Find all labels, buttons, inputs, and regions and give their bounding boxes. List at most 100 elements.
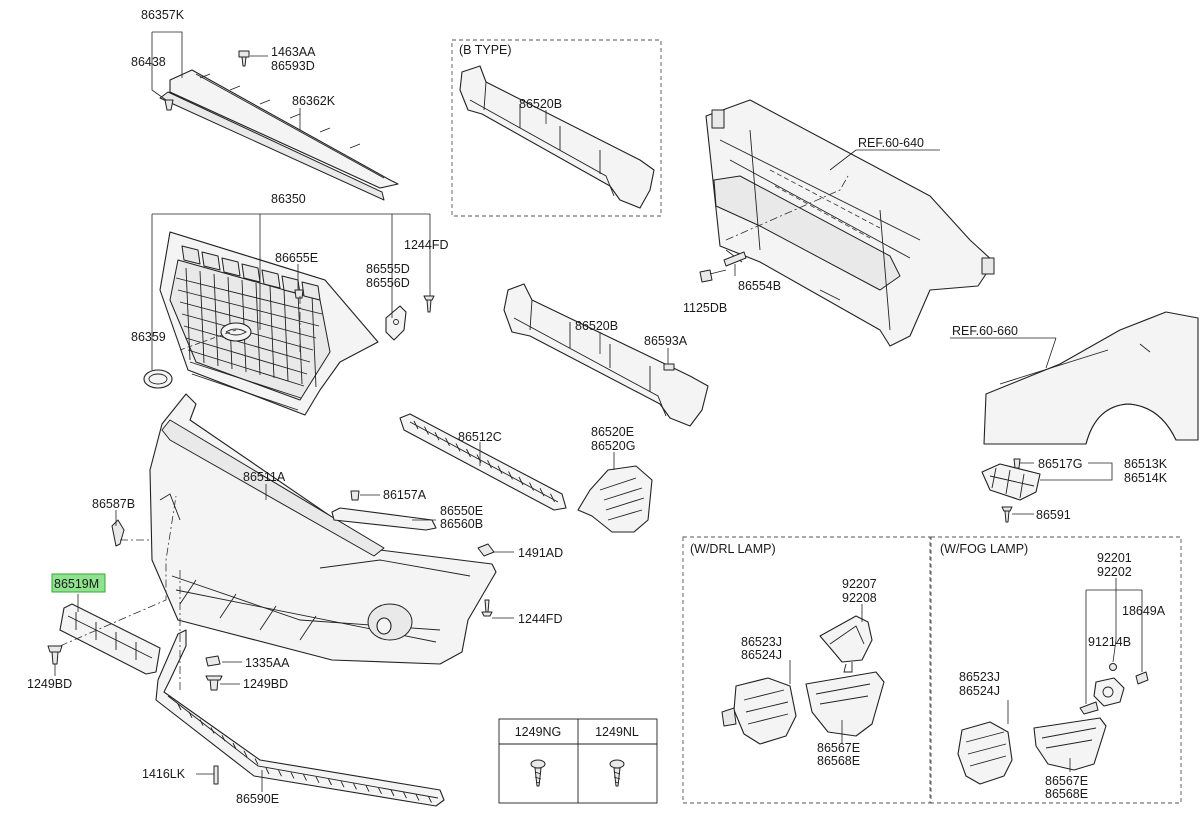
label-86591[interactable]: 86591 <box>1036 508 1071 522</box>
label-18649A[interactable]: 18649A <box>1122 604 1166 618</box>
label-86655E[interactable]: 86655E <box>275 251 318 265</box>
highlight-86519M <box>51 573 106 593</box>
fog-bezel-86523J <box>957 721 1013 785</box>
screw-86591 <box>1001 506 1013 523</box>
bulb-91214B <box>1109 663 1117 671</box>
label-86362K[interactable]: 86362K <box>292 94 336 108</box>
label-1244FD-bottom[interactable]: 1244FD <box>518 612 562 626</box>
drl-bezel-86523J <box>721 677 797 745</box>
screw-18649A <box>1135 671 1149 685</box>
clip-86517G <box>1013 458 1021 469</box>
fog-lamp-title: (W/FOG LAMP) <box>940 542 1028 556</box>
label-86514K[interactable]: 86514K <box>1124 471 1168 485</box>
clip-1463AA <box>238 50 250 67</box>
label-86560B[interactable]: 86560B <box>440 517 483 531</box>
clip-1491AD <box>477 543 495 557</box>
label-92202[interactable]: 92202 <box>1097 565 1132 579</box>
ref-60-660[interactable]: REF.60-660 <box>952 324 1018 338</box>
clip-86655E <box>294 289 304 299</box>
label-86513K[interactable]: 86513K <box>1124 457 1168 471</box>
fastener-table: 1249NG 1249NL <box>498 718 658 804</box>
label-92201[interactable]: 92201 <box>1097 551 1132 565</box>
label-86568E-fog[interactable]: 86568E <box>1045 787 1088 801</box>
emblem-86359 <box>143 369 173 389</box>
label-86157A[interactable]: 86157A <box>383 488 427 502</box>
bracket-86555D <box>385 305 407 341</box>
label-1249BD-center[interactable]: 1249BD <box>243 677 288 691</box>
label-92207[interactable]: 92207 <box>842 577 877 591</box>
radiator-grille-86350 <box>159 231 379 416</box>
side-bracket-86513K <box>981 463 1041 501</box>
fog-lamp-box <box>930 536 1182 804</box>
bracket-86554B <box>723 251 747 267</box>
clip-86157A <box>350 490 360 501</box>
bolt-1249BD-center <box>205 675 223 691</box>
label-1463AA[interactable]: 1463AA <box>271 45 316 59</box>
label-86550E[interactable]: 86550E <box>440 504 483 518</box>
screw-1249NL-icon <box>609 759 625 787</box>
label-86520B-btype[interactable]: 86520B <box>519 97 562 111</box>
lip-spoiler-86590E <box>155 629 445 807</box>
table-header-1249NL: 1249NL <box>595 725 639 739</box>
label-86520B[interactable]: 86520B <box>575 319 618 333</box>
lower-grille-86512C <box>399 413 567 511</box>
label-86511A[interactable]: 86511A <box>243 470 286 484</box>
label-86519M[interactable]: 86519M <box>54 577 99 591</box>
label-86555D[interactable]: 86555D <box>366 262 410 276</box>
drl-cover-86567E <box>805 671 885 737</box>
label-86567E-fog[interactable]: 86567E <box>1045 774 1088 788</box>
screw-1244FD-top <box>423 295 435 313</box>
label-86359[interactable]: 86359 <box>131 330 166 344</box>
label-1491AD[interactable]: 1491AD <box>518 546 563 560</box>
bumper-beam-86519M <box>59 603 161 675</box>
label-86523J-drl[interactable]: 86523J <box>741 635 782 649</box>
leader-lines <box>54 31 1143 792</box>
energy-absorber-86520B-btype <box>459 65 655 209</box>
label-86517G[interactable]: 86517G <box>1038 457 1082 471</box>
label-86438[interactable]: 86438 <box>131 55 166 69</box>
label-1125DB[interactable]: 1125DB <box>683 301 727 315</box>
clip-86438 <box>164 99 174 111</box>
ref-60-640[interactable]: REF.60-640 <box>858 136 924 150</box>
label-86593A[interactable]: 86593A <box>644 334 688 348</box>
label-86554B[interactable]: 86554B <box>738 279 781 293</box>
drl-lamp-box <box>682 536 931 804</box>
label-86350[interactable]: 86350 <box>271 192 306 206</box>
label-1416LK[interactable]: 1416LK <box>142 767 186 781</box>
label-86568E-drl[interactable]: 86568E <box>817 754 860 768</box>
label-86524J-fog[interactable]: 86524J <box>959 684 1000 698</box>
fog-cover-86520E <box>577 465 653 533</box>
label-86587B[interactable]: 86587B <box>92 497 135 511</box>
label-86524J-drl[interactable]: 86524J <box>741 648 782 662</box>
label-86523J-fog[interactable]: 86523J <box>959 670 1000 684</box>
screw-1244FD-bottom <box>481 599 493 617</box>
b-type-title: (B TYPE) <box>459 43 512 57</box>
clip-86593A <box>663 363 675 371</box>
garnish-86550E <box>331 507 437 531</box>
label-1335AA[interactable]: 1335AA <box>245 656 290 670</box>
label-1244FD-top[interactable]: 1244FD <box>404 238 448 252</box>
label-86512C[interactable]: 86512C <box>458 430 502 444</box>
bolt-1249BD-left <box>47 645 63 665</box>
label-86590E[interactable]: 86590E <box>236 792 279 806</box>
bumper-cover-86511A <box>149 393 497 665</box>
label-86520G[interactable]: 86520G <box>591 439 635 453</box>
label-86357K[interactable]: 86357K <box>141 8 185 22</box>
label-86520E[interactable]: 86520E <box>591 425 634 439</box>
label-91214B[interactable]: 91214B <box>1088 635 1131 649</box>
label-92208[interactable]: 92208 <box>842 591 877 605</box>
table-header-1249NG: 1249NG <box>515 725 562 739</box>
label-86556D[interactable]: 86556D <box>366 276 410 290</box>
label-86593D[interactable]: 86593D <box>271 59 315 73</box>
energy-absorber-86520B <box>503 283 709 427</box>
fog-cover-86567E <box>1033 717 1107 771</box>
callout-labels: 86357K 86438 1463AA 86593D 86362K 86350 … <box>27 8 1168 806</box>
screw-1249NG-icon <box>530 759 546 787</box>
upper-molding-86362K <box>159 69 399 201</box>
label-1249BD-left[interactable]: 1249BD <box>27 677 72 691</box>
nut-1335AA <box>205 655 221 667</box>
label-86567E-drl[interactable]: 86567E <box>817 741 860 755</box>
drl-lamp-92207 <box>819 615 873 673</box>
bolt-1125DB <box>699 269 727 283</box>
